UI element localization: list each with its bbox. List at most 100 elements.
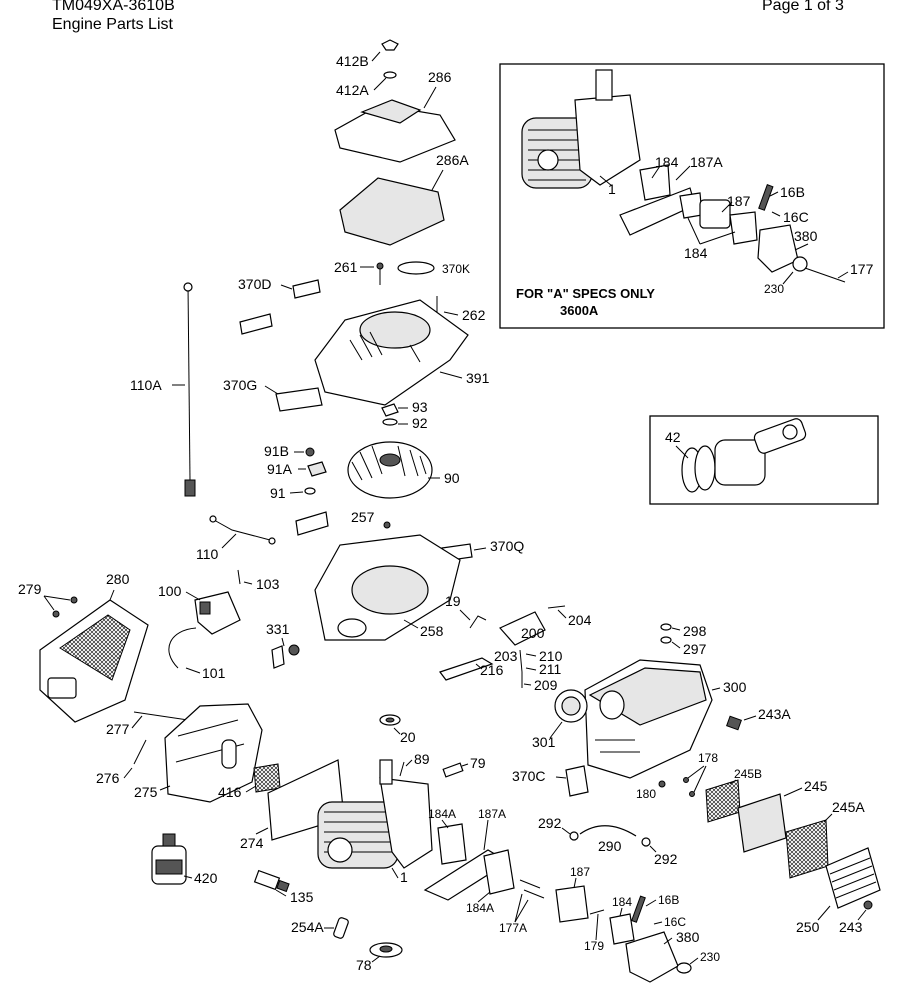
callout-100: 100 — [158, 583, 182, 599]
washer-412A — [383, 71, 397, 79]
washer-297 — [660, 636, 672, 644]
spark-plug-lead-110A — [183, 282, 196, 497]
callout-258: 258 — [420, 623, 444, 639]
seal-ring-370K — [397, 261, 435, 275]
callout-90: 90 — [444, 470, 460, 486]
engine-block-1 — [317, 759, 433, 869]
ignition-coil — [168, 591, 241, 669]
callout-292-b: 292 — [654, 851, 678, 867]
stop-switch-331 — [271, 644, 300, 669]
spark-plug-135 — [253, 869, 290, 893]
callout-91B: 91B — [264, 443, 289, 459]
callout-110: 110 — [196, 546, 219, 562]
spring-19 — [469, 615, 487, 629]
callout-16C: 16C — [664, 915, 686, 929]
inset-note-line1: FOR "A" SPECS ONLY — [516, 286, 655, 301]
callout-203: 203 — [494, 648, 518, 664]
callout-274: 274 — [240, 835, 264, 851]
callout-103: 103 — [256, 576, 280, 592]
callout-245: 245 — [804, 778, 828, 794]
washer-91 — [304, 487, 316, 495]
spacer-187 — [555, 885, 589, 923]
inset-engine-block — [521, 69, 641, 189]
callout-245A: 245A — [832, 799, 865, 815]
callout-inset-187A: 187A — [690, 154, 723, 170]
callout-89: 89 — [414, 751, 430, 767]
callout-42: 42 — [665, 429, 681, 445]
callout-290: 290 — [598, 838, 622, 854]
screw-257 — [383, 521, 391, 529]
callout-inset-230: 230 — [764, 282, 784, 296]
callout-16B: 16B — [658, 893, 679, 907]
callout-187A: 187A — [478, 807, 506, 821]
callout-261: 261 — [334, 259, 358, 275]
callout-391: 391 — [466, 370, 490, 386]
callout-245B: 245B — [734, 767, 762, 781]
callout-inset-184b: 184 — [684, 245, 708, 261]
callout-286: 286 — [428, 69, 452, 85]
callout-257: 257 — [351, 509, 375, 525]
fuel-tank-300 — [584, 659, 713, 779]
callout-184A-b: 184A — [466, 901, 494, 915]
callout-91A: 91A — [267, 461, 293, 477]
oil-seal-78 — [369, 942, 403, 958]
carburetor — [625, 895, 679, 983]
fuel-fitting-292a — [569, 831, 579, 841]
callout-300: 300 — [723, 679, 747, 695]
callout-inset-380: 380 — [794, 228, 818, 244]
callout-1: 1 — [400, 869, 408, 885]
filter-screen-245A — [785, 819, 829, 879]
callout-211: 211 — [539, 661, 562, 677]
wing-nut — [381, 39, 399, 51]
muffler — [164, 703, 263, 803]
page-indicator: Page 1 of 3 — [762, 0, 844, 14]
document-code: TM049XA-3610B — [52, 0, 175, 14]
callout-110A: 110A — [130, 377, 162, 393]
inset-carburetor — [757, 184, 846, 283]
callout-187: 187 — [570, 865, 590, 879]
callout-280: 280 — [106, 571, 130, 587]
callout-279: 279 — [18, 581, 42, 597]
spacer-254A — [333, 917, 349, 939]
callout-216: 216 — [480, 662, 504, 678]
piston-rings — [681, 445, 716, 493]
callout-262: 262 — [462, 307, 486, 323]
air-filter-cover-250 — [825, 847, 881, 909]
pre-filter-245B — [705, 779, 741, 823]
label-370D-decal-b — [239, 313, 273, 335]
piston-ring-box — [649, 415, 879, 505]
callout-91: 91 — [270, 485, 286, 501]
screw-103 — [237, 569, 241, 585]
air-filter-cover — [334, 99, 456, 163]
callout-101: 101 — [202, 665, 226, 681]
fan-housing — [314, 534, 461, 641]
air-filter-245 — [737, 793, 787, 853]
callout-331: 331 — [266, 621, 290, 637]
callout-200: 200 — [521, 625, 545, 641]
callout-250: 250 — [796, 919, 820, 935]
callout-420: 420 — [194, 870, 218, 886]
bolt-276 — [133, 739, 147, 765]
callout-204: 204 — [568, 612, 592, 628]
starter-housing — [314, 299, 469, 406]
gasket-184A-b — [483, 849, 515, 895]
spark-arrestor-416 — [253, 763, 281, 793]
callout-370C: 370C — [512, 768, 545, 784]
callout-184: 184 — [612, 895, 632, 909]
flywheel-washer — [382, 418, 398, 426]
callout-inset-16B: 16B — [780, 184, 805, 200]
callout-inset-1: 1 — [608, 181, 616, 197]
callout-370Q: 370Q — [490, 538, 524, 554]
label-370D-decal — [292, 279, 321, 299]
callout-277: 277 — [106, 721, 130, 737]
callout-178: 178 — [698, 751, 718, 765]
muffler-shield — [39, 599, 149, 723]
callout-79: 79 — [470, 755, 486, 771]
callout-180: 180 — [636, 787, 656, 801]
nut-178b — [689, 791, 695, 797]
callout-292-a: 292 — [538, 815, 562, 831]
callout-inset-16C: 16C — [783, 209, 809, 225]
inset-gaskets — [619, 164, 758, 245]
callout-inset-177: 177 — [850, 261, 874, 277]
air-filter-element — [339, 177, 445, 246]
